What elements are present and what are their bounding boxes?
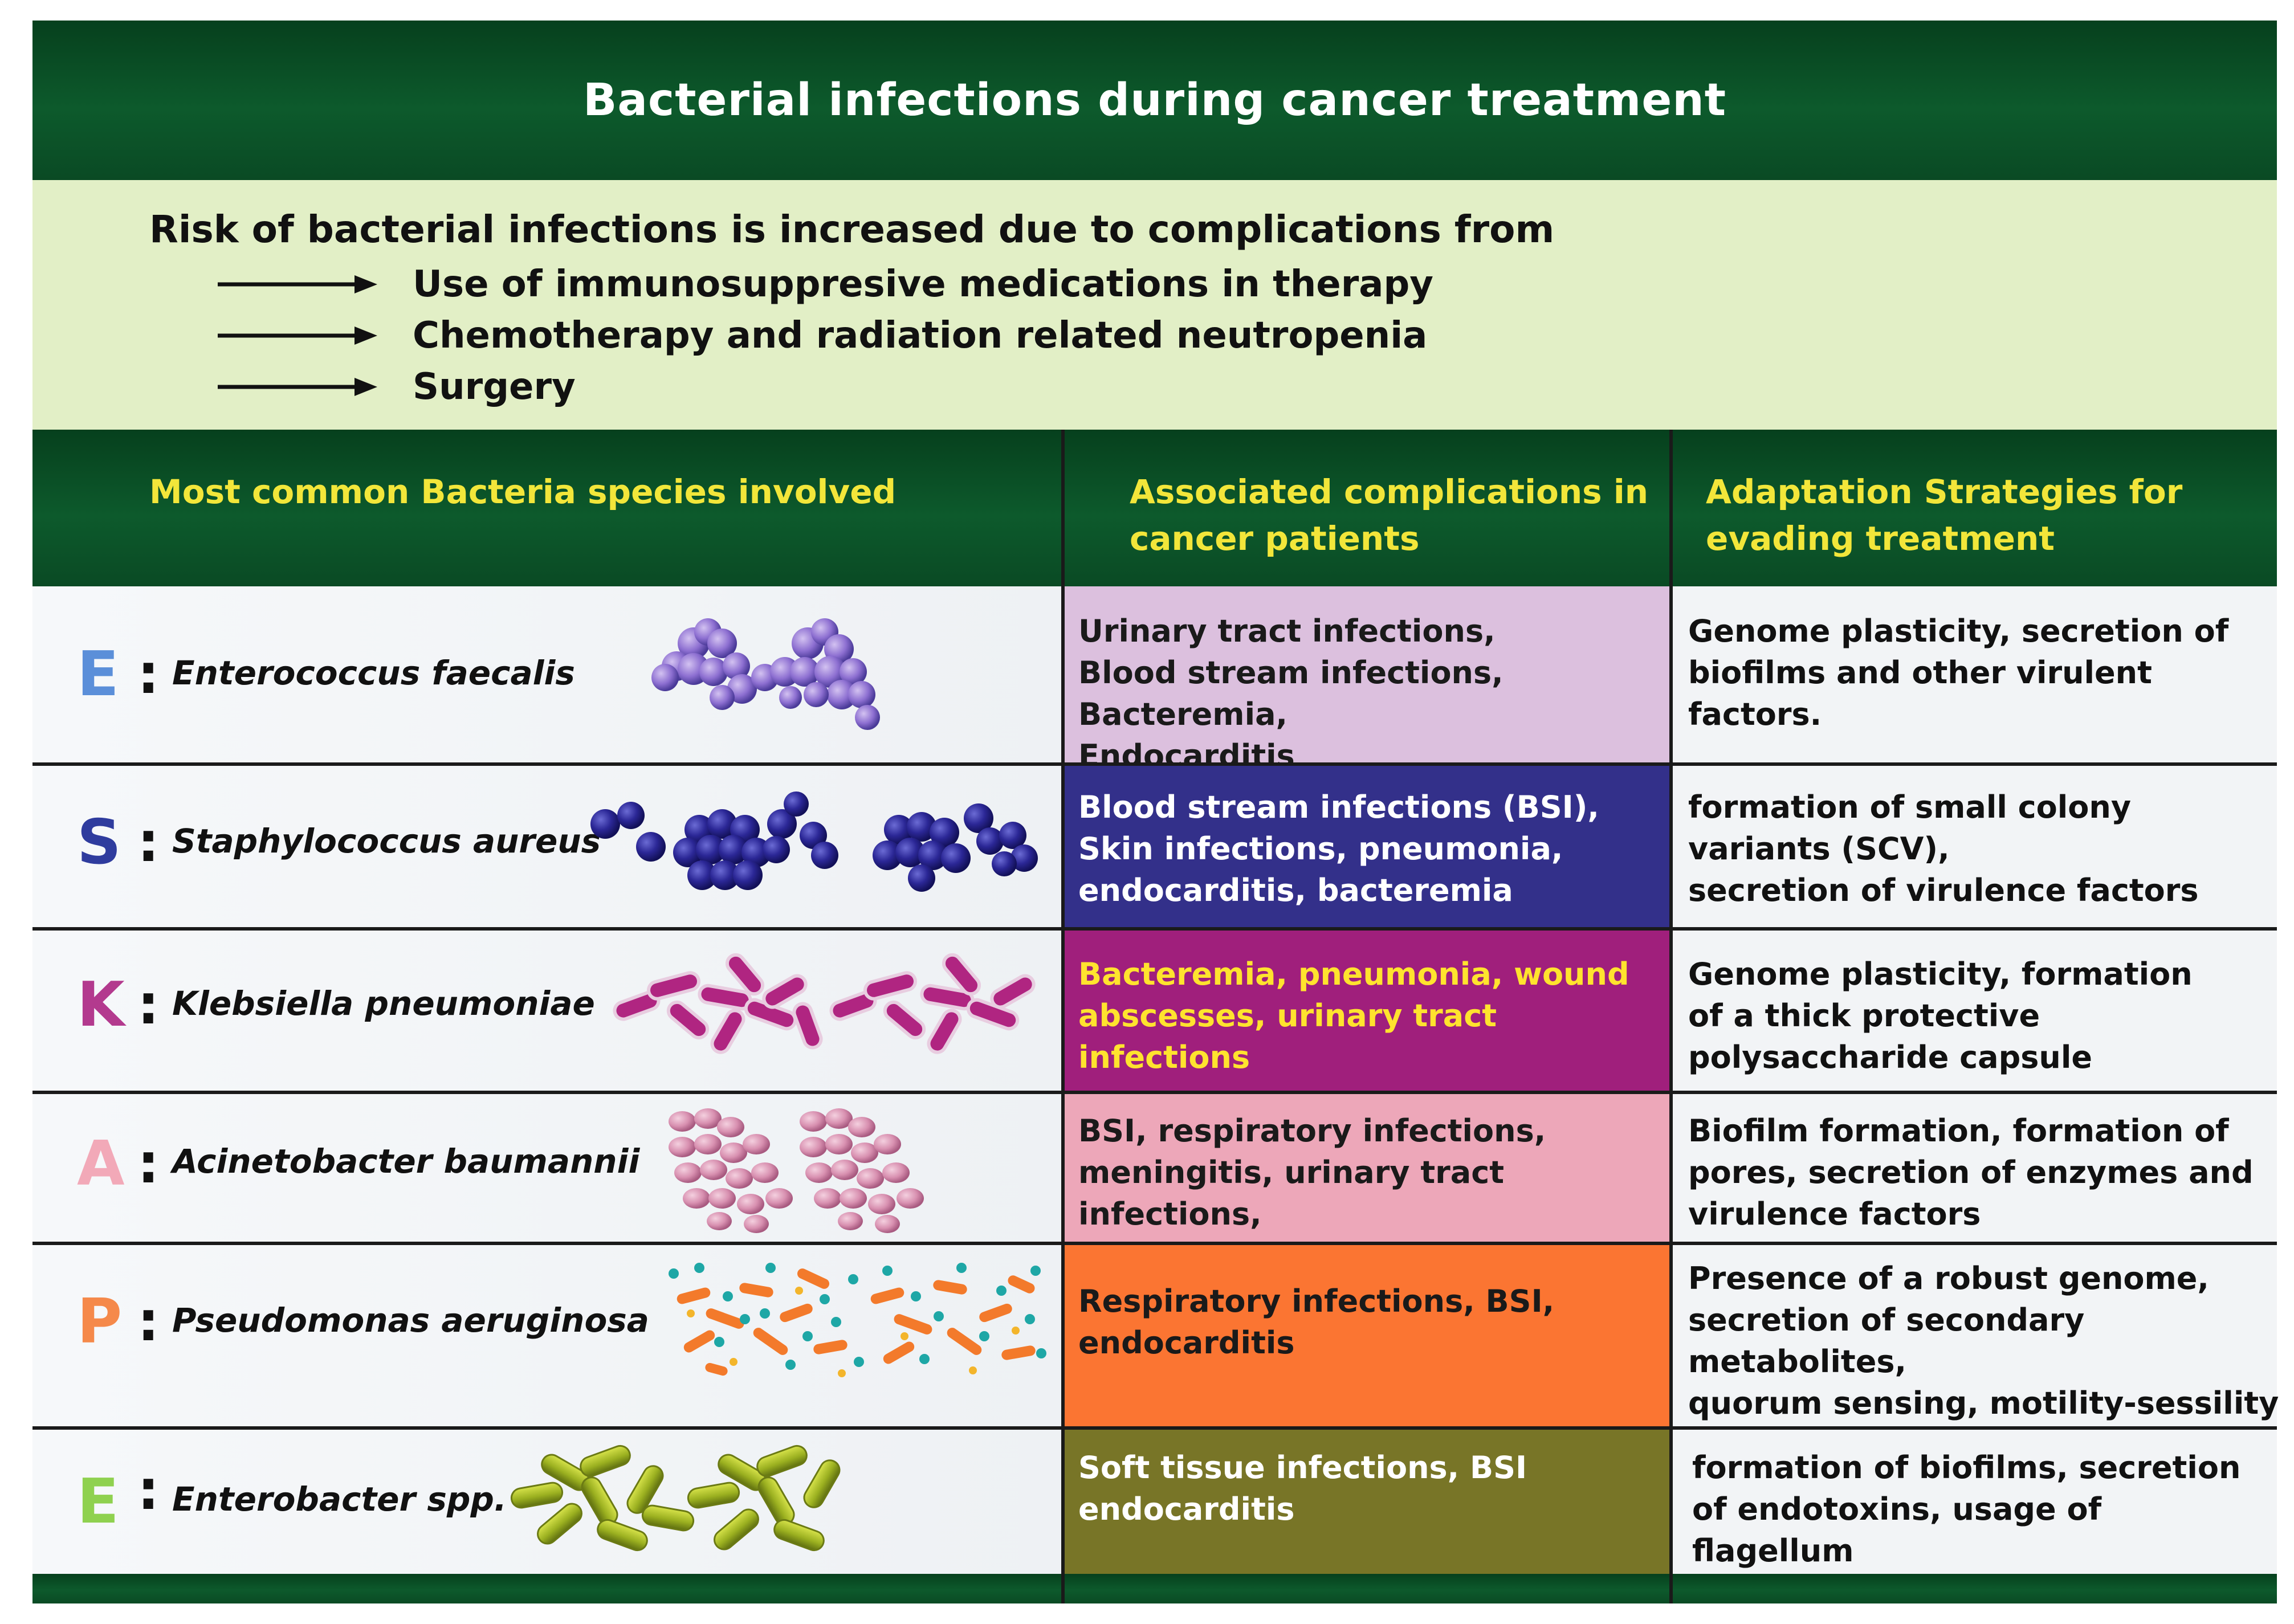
risk-item-text: Surgery bbox=[413, 366, 576, 408]
colon: : bbox=[137, 1132, 160, 1195]
header-species: Most common Bacteria species involved bbox=[149, 472, 897, 511]
risk-item-text: Use of immunosuppresive medications in t… bbox=[413, 263, 1433, 305]
adaptation-text: formation of biofilms, secretion of endo… bbox=[1692, 1450, 2241, 1569]
table-row: A : Acinetobacter baumannii bbox=[32, 1094, 2277, 1274]
colon: : bbox=[137, 810, 160, 874]
species-name: Pseudomonas aeruginosa bbox=[172, 1301, 649, 1340]
row-divider bbox=[32, 1242, 2277, 1245]
adaptation-text: formation of small colony variants (SCV)… bbox=[1688, 789, 2199, 908]
complications-text: Respiratory infections, BSI, endocarditi… bbox=[1078, 1283, 1555, 1361]
adaptation-text: Genome plasticity, formation of a thick … bbox=[1688, 956, 2193, 1075]
row-divider bbox=[32, 1091, 2277, 1094]
row-letter: K bbox=[77, 969, 125, 1040]
table-row: K : Klebsiella pneumoniae bbox=[32, 931, 2277, 1091]
row-letter: S bbox=[77, 807, 121, 878]
colon: : bbox=[137, 1458, 160, 1522]
table-header: Most common Bacteria species involved As… bbox=[32, 430, 2277, 586]
table-row: P : Pseudomonas aeruginosa bbox=[32, 1245, 2279, 1463]
complications-text: Blood stream infections (BSI), Skin infe… bbox=[1078, 789, 1599, 908]
row-divider bbox=[32, 762, 2277, 766]
table-row: E : Enterobacter spp. bbox=[32, 1430, 2277, 1574]
arrow-right-icon bbox=[218, 275, 377, 293]
complications-cell bbox=[1065, 931, 1669, 1091]
risk-item: Chemotherapy and radiation related neutr… bbox=[218, 310, 1427, 361]
colon: : bbox=[137, 973, 160, 1037]
complications-text: Urinary tract infections, Blood stream i… bbox=[1078, 613, 1503, 774]
dark-blue-cocci-clusters-icon bbox=[590, 791, 1038, 892]
species-name: Enterococcus faecalis bbox=[172, 654, 575, 692]
green-rods-icon bbox=[510, 1445, 841, 1552]
risk-item: Surgery bbox=[218, 361, 576, 413]
complications-text: Soft tissue infections, BSI endocarditis bbox=[1078, 1450, 1527, 1527]
complications-cell bbox=[1065, 1430, 1669, 1574]
complications-text: Bacteremia, pneumonia, wound abscesses, … bbox=[1078, 956, 1629, 1075]
column-divider bbox=[1669, 430, 1673, 1603]
arrow-right-icon bbox=[218, 378, 377, 396]
row-divider bbox=[32, 927, 2277, 931]
colon: : bbox=[137, 642, 160, 706]
header-complications: Associated complications in cancer patie… bbox=[1130, 472, 1649, 558]
complications-cell bbox=[1065, 1094, 1669, 1242]
risk-panel: Risk of bacterial infections is increase… bbox=[32, 180, 2277, 430]
table-row: E : Enterococcus faecalis Urinary tract … bbox=[32, 586, 2277, 774]
row-letter: A bbox=[77, 1128, 125, 1199]
page-title: Bacterial infections during cancer treat… bbox=[582, 75, 1727, 126]
risk-heading: Risk of bacterial infections is increase… bbox=[149, 207, 1555, 251]
complications-cell bbox=[1065, 1245, 1669, 1426]
species-name: Klebsiella pneumoniae bbox=[172, 984, 595, 1023]
title-band: Bacterial infections during cancer treat… bbox=[32, 21, 2277, 180]
column-divider bbox=[1061, 430, 1065, 1603]
complications-cell bbox=[1065, 586, 1669, 762]
purple-cocci-chains-icon bbox=[651, 618, 880, 730]
row-letter: P bbox=[77, 1286, 123, 1357]
species-name: Staphylococcus aureus bbox=[172, 822, 601, 860]
adaptation-text: Biofilm formation, formation of pores, s… bbox=[1688, 1113, 2254, 1232]
row-letter: E bbox=[77, 1466, 119, 1537]
complications-cell bbox=[1065, 766, 1669, 927]
colon: : bbox=[137, 1290, 160, 1353]
adaptation-text: Genome plasticity, secretion of biofilms… bbox=[1688, 613, 2229, 732]
arrow-right-icon bbox=[218, 327, 377, 345]
table-row: S : Staphylococcus aureus bbox=[32, 766, 2277, 927]
pink-coccobacilli-icon bbox=[669, 1108, 924, 1233]
header-adaptation: Adaptation Strategies for evading treatm… bbox=[1706, 472, 2183, 558]
species-name: Enterobacter spp. bbox=[172, 1480, 507, 1519]
footer-band bbox=[32, 1574, 2277, 1603]
species-name: Acinetobacter baumannii bbox=[172, 1142, 640, 1181]
orange-rods-teal-dots-icon bbox=[669, 1263, 1046, 1377]
risk-item-text: Chemotherapy and radiation related neutr… bbox=[413, 315, 1428, 357]
magenta-rods-icon bbox=[613, 953, 1036, 1054]
row-divider bbox=[32, 1426, 2277, 1430]
risk-item: Use of immunosuppresive medications in t… bbox=[218, 259, 1433, 310]
row-letter: E bbox=[77, 639, 119, 710]
